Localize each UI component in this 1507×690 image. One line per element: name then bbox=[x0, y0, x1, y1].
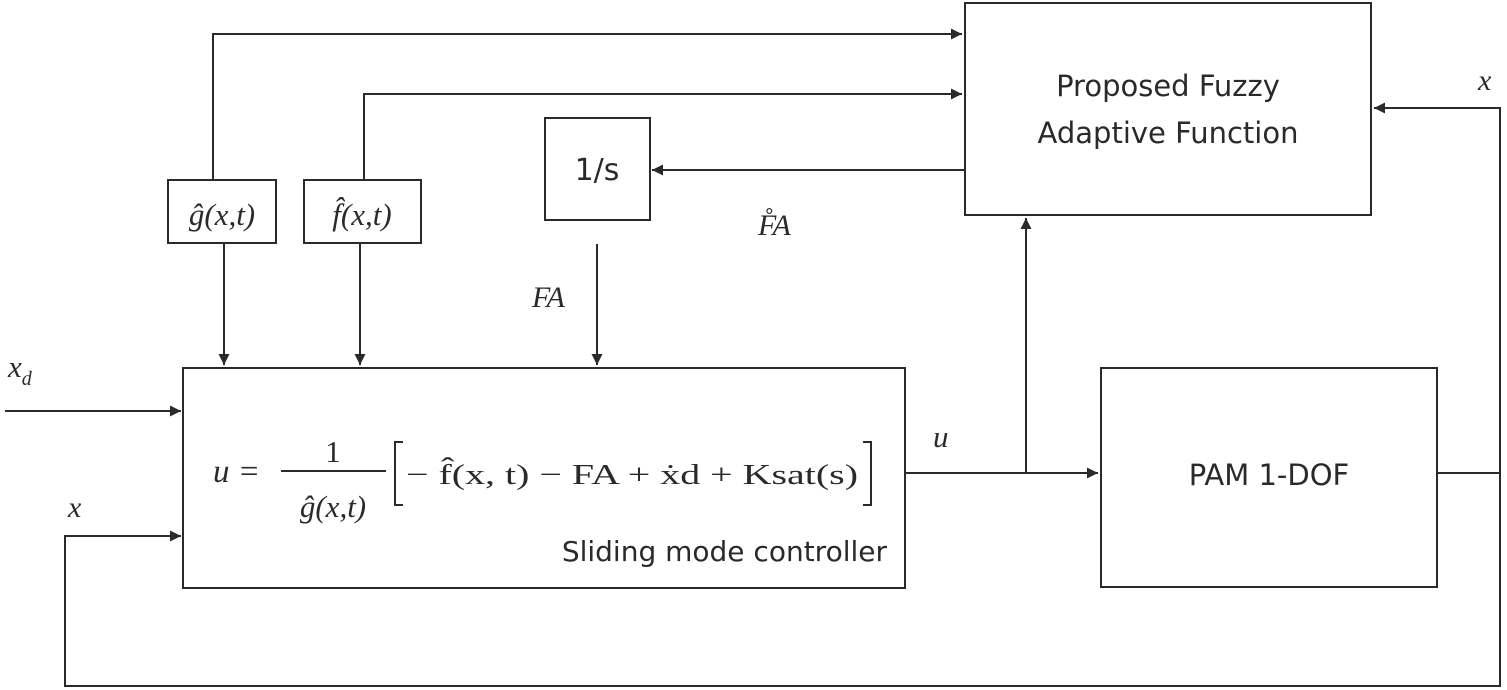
equation-lhs: u = bbox=[213, 454, 260, 490]
g-hat-block bbox=[167, 179, 277, 244]
fuzzy-title-line1: Proposed Fuzzy bbox=[1056, 69, 1280, 103]
pam-plant-label: PAM 1-DOF bbox=[1189, 458, 1349, 492]
controller-label: Sliding mode controller bbox=[562, 535, 888, 568]
equation-right-bracket bbox=[863, 441, 872, 506]
x-to-fuzzy-wire bbox=[1374, 102, 1501, 474]
g-hat-label: ĝ(x,t) bbox=[189, 197, 255, 232]
f-hat-label: f̂(x,t) bbox=[332, 197, 391, 232]
signal-x-top: x bbox=[1477, 64, 1492, 97]
equation-denominator: ĝ(x,t) bbox=[300, 489, 366, 524]
signal-xd-subscript: d bbox=[22, 368, 33, 390]
ghat-to-fuzzy-wire bbox=[212, 28, 962, 180]
signal-xd: xd bbox=[7, 349, 33, 390]
integrator-label: 1/s bbox=[575, 153, 620, 188]
equation-bracket-body: − f̂(x, t) − FA + ẋd + Ksat(s) bbox=[406, 456, 858, 491]
fhat-to-fuzzy-wire bbox=[363, 88, 962, 180]
signal-u: u bbox=[933, 419, 949, 454]
fuzzy-title-line2: Adaptive Function bbox=[1038, 116, 1299, 150]
signal-fa-dot: F̊A bbox=[757, 207, 791, 242]
fuzzy-adaptive-block bbox=[964, 2, 1372, 216]
equation-numerator: 1 bbox=[325, 434, 341, 469]
sliding-mode-controller-block bbox=[182, 367, 906, 589]
integrator-block bbox=[544, 117, 651, 221]
signal-x-left: x bbox=[67, 491, 82, 524]
x-feedback-wire bbox=[64, 473, 1501, 687]
equation-left-bracket bbox=[394, 441, 403, 506]
f-hat-block bbox=[303, 179, 422, 244]
pam-plant-block bbox=[1100, 367, 1438, 588]
signal-fa: FA bbox=[531, 281, 565, 314]
